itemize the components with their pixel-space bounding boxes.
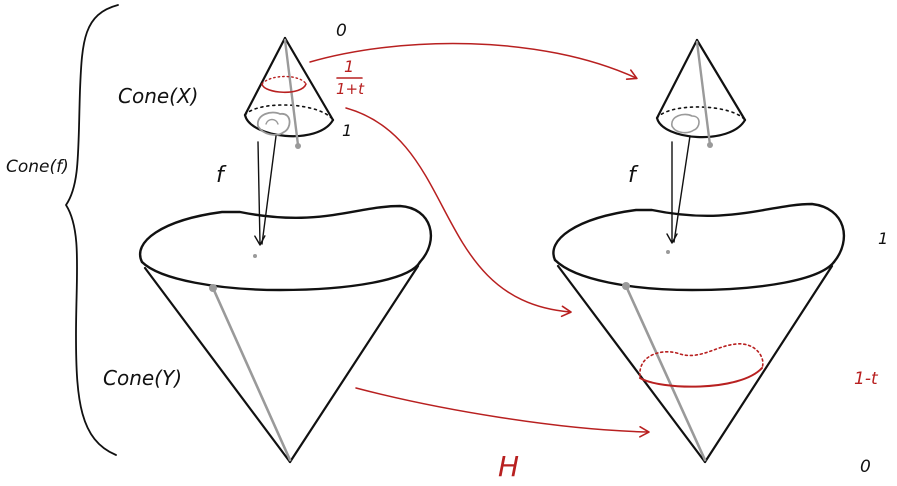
- label-homotopy: H: [498, 450, 519, 483]
- fraction-numerator: 1: [344, 57, 354, 76]
- coord-bottom-zero: 0: [860, 457, 871, 477]
- coord-top-zero: 0: [336, 21, 347, 41]
- label-map-f-right: f: [628, 163, 639, 188]
- arrow-cone-x-to-cone-y: [345, 107, 572, 318]
- cone-x-right: [655, 38, 747, 148]
- label-cone-phi: Cone(f): [6, 157, 69, 177]
- label-map-f-left: f: [216, 163, 227, 188]
- cone-x-left: [243, 36, 335, 149]
- label-cone-x: Cone(X): [118, 84, 199, 108]
- arrow-homotopy: [355, 387, 650, 438]
- red-band-cone-x: [261, 83, 307, 94]
- curly-brace: [65, 4, 119, 456]
- blob-icon: [257, 111, 291, 136]
- coord-one-upper: 1: [342, 121, 352, 140]
- arrow-top-to-top: [309, 42, 638, 81]
- red-band-cone-y: [639, 367, 763, 388]
- coord-one-minus-t: 1-t: [854, 369, 879, 389]
- coord-one-right: 1: [878, 229, 888, 248]
- fraction-denominator: 1+t: [336, 80, 365, 98]
- blob-icon-right: [671, 113, 700, 134]
- cone-y-left: [139, 204, 433, 464]
- map-f-arrow-left: [254, 141, 266, 246]
- cone-y-right: [552, 202, 846, 464]
- label-cone-y: Cone(Y): [103, 366, 182, 390]
